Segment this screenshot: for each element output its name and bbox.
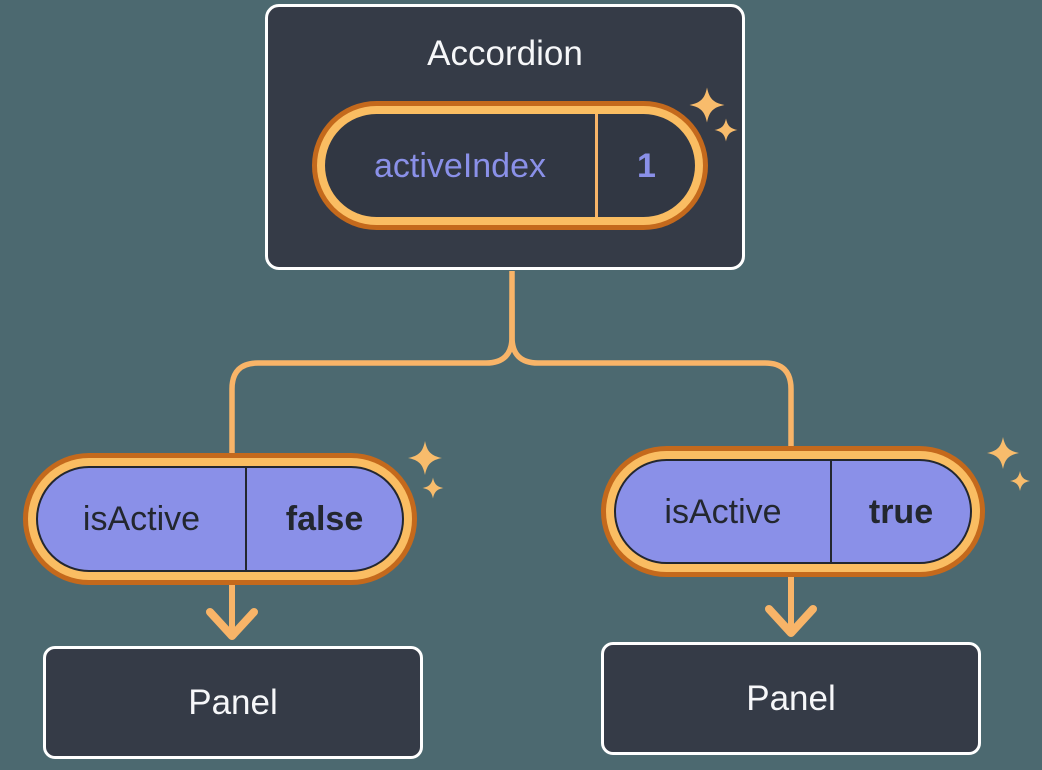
panel-label: Panel <box>188 683 278 722</box>
panel-card-left: Panel <box>43 646 423 759</box>
pill-divider <box>245 468 247 570</box>
pill-divider <box>830 461 832 562</box>
state-label: isActive <box>82 500 201 538</box>
state-label: isActive <box>664 492 782 531</box>
pill-body: activeIndex 1 <box>325 114 695 217</box>
pill-ring: isActive false <box>28 458 412 580</box>
arrow-down-icon <box>765 605 817 637</box>
arrow-down-icon <box>206 608 258 640</box>
pill-body: isActive true <box>614 459 972 564</box>
pill-body: isActive false <box>36 466 404 572</box>
sparkle-icon <box>422 477 444 499</box>
pill-divider <box>595 114 598 217</box>
state-pill-isactive-right: isActive true <box>601 446 985 577</box>
state-value: true <box>868 492 934 531</box>
state-pill-isactive-left: isActive false <box>23 453 417 585</box>
panel-label: Panel <box>746 679 836 718</box>
state-value: 1 <box>637 146 656 185</box>
branch-line-right <box>509 300 794 452</box>
sparkle-icon <box>408 441 442 475</box>
state-value: false <box>285 500 364 538</box>
panel-card-right: Panel <box>601 642 981 755</box>
sparkle-icon <box>1010 471 1030 491</box>
state-pill-activeindex: activeIndex 1 <box>312 101 708 230</box>
branch-line-left <box>229 271 515 460</box>
sparkle-icon <box>987 437 1019 469</box>
pill-ring: isActive true <box>606 451 980 572</box>
pill-ring: activeIndex 1 <box>317 106 703 225</box>
accordion-title: Accordion <box>427 34 583 73</box>
state-label: activeIndex <box>374 146 546 185</box>
